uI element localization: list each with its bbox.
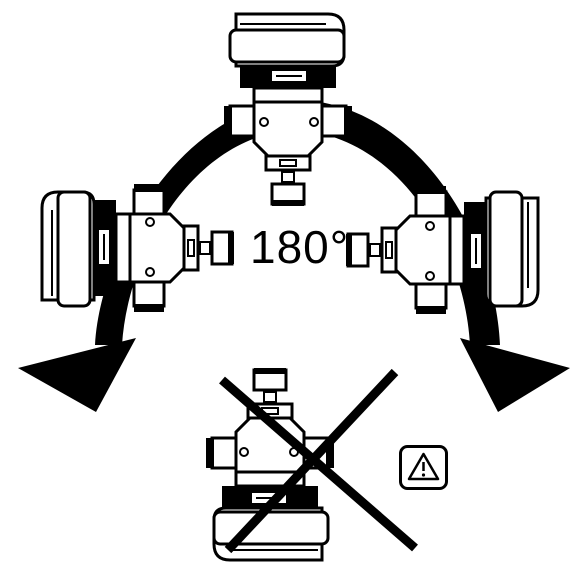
- valve-right: [344, 184, 540, 316]
- rotate-arrow-icon: [95, 100, 500, 345]
- valve-left: [40, 182, 236, 314]
- left-arrowhead: [18, 338, 136, 412]
- warning-triangle-icon: [399, 445, 449, 491]
- prohibited-cross-icon: [219, 368, 418, 554]
- right-arrowhead: [460, 338, 570, 412]
- valve-top: [222, 12, 354, 208]
- rotation-angle-label: 180°: [250, 221, 350, 273]
